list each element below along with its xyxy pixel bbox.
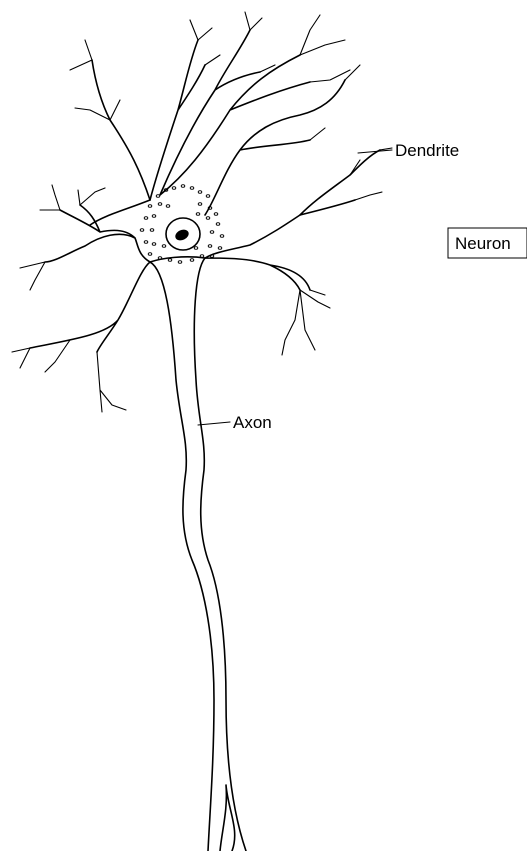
axon-label: Axon <box>233 413 272 432</box>
nissl-granule <box>152 215 156 218</box>
nissl-granule <box>200 255 204 258</box>
axon-leader-line <box>198 422 230 425</box>
nissl-granule <box>198 203 202 206</box>
nissl-granule <box>156 195 160 198</box>
neuron-outline <box>30 262 214 851</box>
nissl-granule <box>194 247 198 250</box>
nissl-granule <box>162 245 166 248</box>
nissl-granule <box>190 259 194 262</box>
nissl-granule <box>148 253 152 256</box>
left-dendrite-branches <box>12 185 126 412</box>
nissl-granule <box>140 229 144 232</box>
nissl-granule <box>166 205 170 208</box>
nissl-granule <box>172 187 176 190</box>
dendrite-label: Dendrite <box>395 141 459 160</box>
right-dendrite-branches <box>282 148 392 355</box>
nissl-granule <box>158 257 162 260</box>
nissl-granule <box>190 187 194 190</box>
upper-dendrite-branches <box>70 12 360 140</box>
nissl-granules <box>140 185 224 264</box>
nissl-granule <box>144 241 148 244</box>
nissl-granule <box>208 245 212 248</box>
nissl-granule <box>144 217 148 220</box>
nissl-granule <box>178 261 182 264</box>
nissl-granule <box>198 191 202 194</box>
axon-right-edge <box>194 258 246 851</box>
soma-outline <box>45 205 310 290</box>
nissl-granule <box>196 213 200 216</box>
nissl-granule <box>206 217 210 220</box>
neuron-label: Neuron <box>455 234 511 253</box>
nissl-granule <box>214 213 218 216</box>
nissl-granule <box>210 231 214 234</box>
nissl-granule <box>218 247 222 250</box>
nissl-granule <box>206 195 210 198</box>
dendrite-lobes <box>90 80 380 225</box>
nissl-granule <box>150 229 154 232</box>
nissl-granule <box>148 205 152 208</box>
nissl-granule <box>152 243 156 246</box>
upper-trunks <box>92 30 310 200</box>
nissl-granule <box>158 203 162 206</box>
nissl-granule <box>168 259 172 262</box>
nissl-granule <box>220 235 224 238</box>
nissl-granule <box>216 223 220 226</box>
nissl-granule <box>181 185 185 188</box>
nucleolus <box>174 228 191 243</box>
